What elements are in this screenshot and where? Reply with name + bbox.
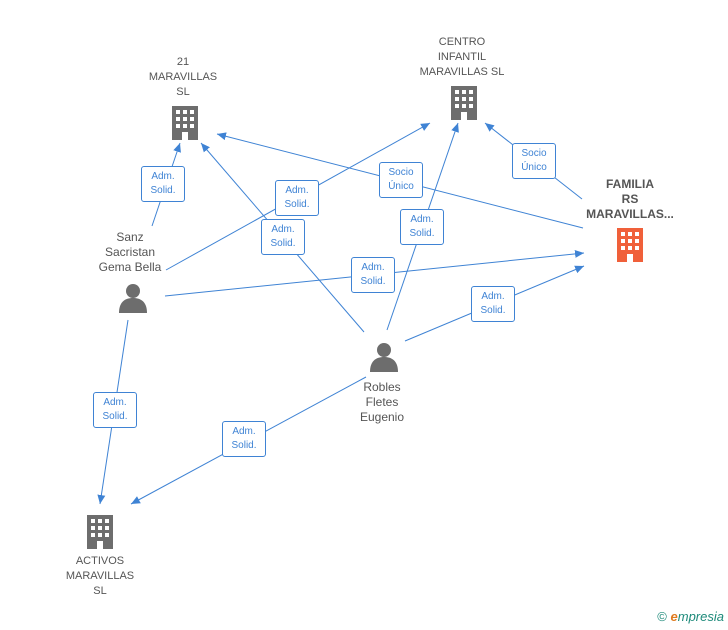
edge-label-robles-activos: Adm. Solid.	[222, 421, 266, 457]
node-label-robles-fletes[interactable]: Robles Fletes Eugenio	[359, 380, 405, 424]
empresia-logo[interactable]: © empresia	[657, 609, 724, 624]
copyright-symbol: ©	[657, 609, 667, 624]
edge-label-robles-familia: Adm. Solid.	[471, 286, 515, 322]
edge-label-sanz-centro: Adm. Solid.	[275, 180, 319, 216]
edge-label-sanz-activos: Adm. Solid.	[93, 392, 137, 428]
edge-label-robles-21: Adm. Solid.	[261, 219, 305, 255]
building-icon	[451, 86, 477, 120]
edge-label-sanz-21: Adm. Solid.	[141, 166, 185, 202]
node-label-21-maravillas[interactable]: 21 MARAVILLAS SL	[148, 56, 218, 98]
node-label-centro-infantil[interactable]: CENTRO INFANTIL MARAVILLAS SL	[419, 36, 505, 78]
building-icon	[87, 515, 113, 549]
edge-label-familia-centro: Socio Único	[512, 143, 556, 179]
edge-label-robles-centro: Adm. Solid.	[400, 209, 444, 245]
brand-rest: mpresia	[677, 609, 724, 624]
edge-label-sanz-familia: Adm. Solid.	[351, 257, 395, 293]
building-icon-highlighted	[617, 228, 643, 262]
node-label-sanz-sacristan[interactable]: Sanz Sacristan Gema Bella	[98, 230, 162, 274]
building-icon	[172, 106, 198, 140]
edge-label-familia-21: Socio Único	[379, 162, 423, 198]
node-label-familia-rs[interactable]: FAMILIA RS MARAVILLAS...	[586, 177, 674, 221]
person-icon	[119, 284, 147, 313]
brand-e: e	[670, 609, 678, 624]
node-label-activos-maravillas[interactable]: ACTIVOS MARAVILLAS SL	[65, 555, 135, 597]
person-icon	[370, 343, 398, 372]
